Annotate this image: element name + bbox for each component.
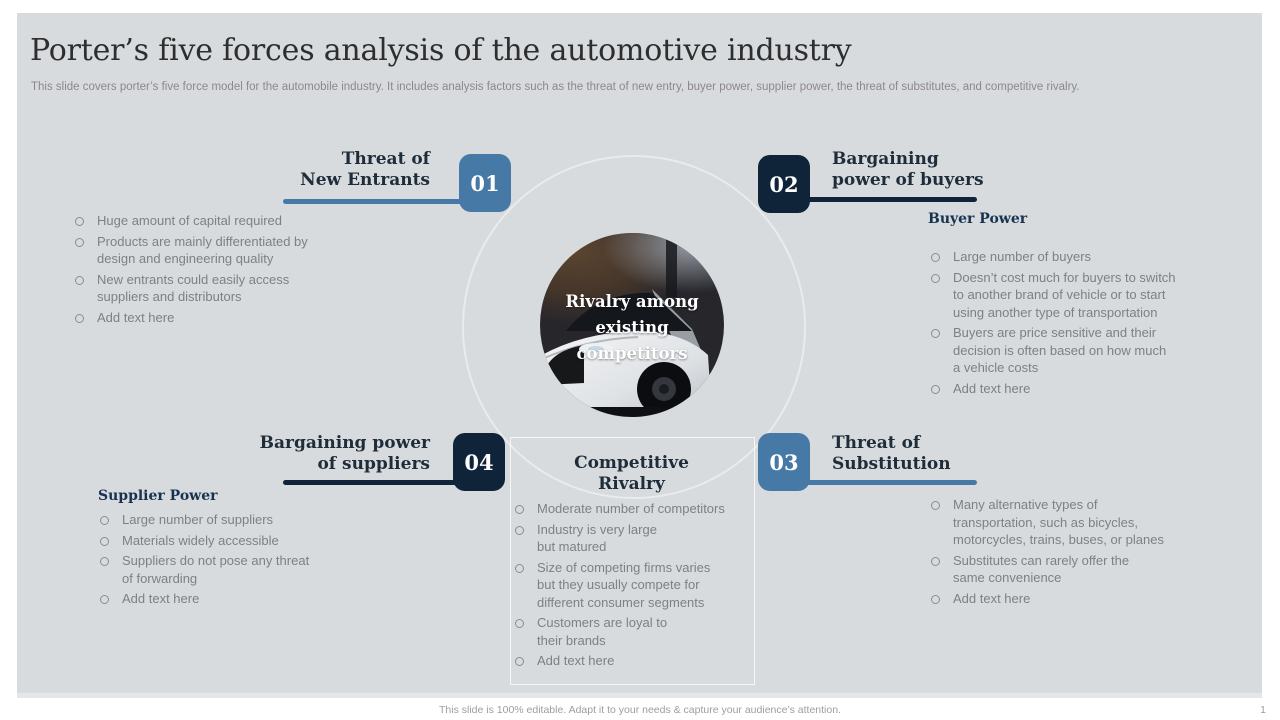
bullet-text: Customers are loyal to their brands <box>537 615 668 648</box>
bullet-item: Many alternative types of transportation… <box>931 496 1193 549</box>
bullet-marker-icon <box>931 556 940 566</box>
section-title-new-entrants: Threat of New Entrants <box>300 149 430 190</box>
bullet-text: Add text here <box>953 590 1031 606</box>
number-badge-04: 04 <box>453 433 505 491</box>
center-visual: Rivalry among existing competitors <box>540 233 724 417</box>
bullet-text: Buyers are price sensitive and their dec… <box>953 325 1167 375</box>
bullet-item: Substitutes can rarely offer the same co… <box>931 552 1193 587</box>
bullet-item: Suppliers do not pose any threat of forw… <box>100 552 360 587</box>
bullet-text: Moderate number of competitors <box>537 501 725 516</box>
decorative-ring <box>462 155 806 499</box>
accent-line-suppliers <box>283 480 469 485</box>
accent-line-substitution <box>797 480 977 485</box>
badge-number: 03 <box>769 449 799 475</box>
bullet-item: Industry is very large but matured <box>515 521 741 556</box>
rivalry-center-label: Rivalry among existing competitors <box>565 292 699 363</box>
bullet-item: Moderate number of competitors <box>515 500 741 518</box>
bullet-marker-icon <box>515 505 524 514</box>
badge-number: 01 <box>470 170 500 196</box>
bullet-list-new-entrants: Huge amount of capital required Products… <box>75 212 357 329</box>
bullet-marker-icon <box>515 563 524 573</box>
bullet-text: Huge amount of capital required <box>97 213 283 228</box>
bullet-list-buyers: Large number of buyers Doesn’t cost much… <box>931 248 1209 400</box>
bullet-marker-icon <box>100 536 109 546</box>
bullet-text: Products are mainly differentiated by de… <box>97 233 308 267</box>
bullet-list-substitution: Many alternative types of transportation… <box>931 496 1193 610</box>
bullet-item: Add text here <box>100 590 360 608</box>
section-title-buyers: Bargaining power of buyers <box>832 149 984 190</box>
bullet-item: Size of competing firms varies but they … <box>515 559 741 612</box>
bullet-item: Customers are loyal to their brands <box>515 614 741 649</box>
bullet-text: Industry is very large but matured <box>537 521 657 555</box>
bullet-text: Large number of suppliers <box>122 512 274 527</box>
bullet-item: Doesn’t cost much for buyers to switch t… <box>931 269 1209 322</box>
badge-number: 02 <box>769 171 799 197</box>
number-badge-01: 01 <box>459 154 511 212</box>
number-badge-03: 03 <box>758 433 810 491</box>
bullet-text: Many alternative types of transportation… <box>953 497 1164 547</box>
bullet-marker-icon <box>75 275 84 285</box>
bullet-marker-icon <box>515 657 524 666</box>
rivalry-panel <box>510 437 755 685</box>
section-title-substitution: Threat of Substitution <box>832 433 951 474</box>
bullet-item: Buyers are price sensitive and their dec… <box>931 324 1209 377</box>
bullet-text: Add text here <box>97 309 175 325</box>
bullet-text: Add text here <box>953 380 1031 396</box>
bullet-text: Substitutes can rarely offer the same co… <box>953 552 1130 586</box>
bullet-list-suppliers: Large number of suppliers Materials wide… <box>100 511 360 611</box>
bullet-text: New entrants could easily access supplie… <box>97 271 290 305</box>
bullet-marker-icon <box>931 253 940 262</box>
bullet-item: Add text here <box>931 590 1193 608</box>
subheading-buyer-power: Buyer Power <box>928 211 1028 227</box>
page-subtitle: This slide covers porter’s five force mo… <box>31 81 1080 93</box>
bullet-marker-icon <box>100 557 109 566</box>
car-photo-illustration <box>540 233 724 417</box>
page-title: Porter’s five forces analysis of the aut… <box>30 33 852 68</box>
bullet-marker-icon <box>515 619 524 628</box>
footer-note: This slide is 100% editable. Adapt it to… <box>439 704 841 716</box>
bullet-marker-icon <box>931 273 940 283</box>
accent-line-buyers <box>797 197 977 202</box>
bullet-marker-icon <box>75 237 84 247</box>
subheading-supplier-power: Supplier Power <box>98 488 218 504</box>
bullet-marker-icon <box>515 525 524 535</box>
bullet-list-rivalry: Moderate number of competitors Industry … <box>515 500 741 673</box>
bullet-text: Materials widely accessible <box>122 532 279 548</box>
bullet-item: Products are mainly differentiated by de… <box>75 233 357 268</box>
bullet-text: Large number of buyers <box>953 249 1092 264</box>
bullet-item: New entrants could easily access supplie… <box>75 271 357 306</box>
bullet-item: Add text here <box>515 652 741 670</box>
bullet-item: Add text here <box>931 380 1209 398</box>
bullet-marker-icon <box>931 501 940 510</box>
bullet-text: Add text here <box>122 591 200 606</box>
bullet-item: Materials widely accessible <box>100 532 360 550</box>
bullet-item: Huge amount of capital required <box>75 212 357 230</box>
bullet-text: Doesn’t cost much for buyers to switch t… <box>953 269 1176 320</box>
section-title-competitive-rivalry: Competitive Rivalry <box>574 453 689 494</box>
bullet-text: Suppliers do not pose any threat of forw… <box>122 553 310 586</box>
bullet-marker-icon <box>931 384 940 394</box>
bullet-item: Large number of buyers <box>931 248 1209 266</box>
bullet-item: Add text here <box>75 309 357 327</box>
bullet-text: Add text here <box>537 653 615 668</box>
accent-line-new-entrants <box>283 199 469 204</box>
bullet-text: Size of competing firms varies but they … <box>537 559 711 610</box>
bullet-marker-icon <box>931 594 940 604</box>
page-number: 1 <box>1260 704 1266 716</box>
bullet-marker-icon <box>75 217 84 226</box>
slide-canvas: Porter’s five forces analysis of the aut… <box>17 13 1262 698</box>
bullet-marker-icon <box>100 516 109 525</box>
section-title-suppliers: Bargaining power of suppliers <box>259 433 430 474</box>
bullet-item: Large number of suppliers <box>100 511 360 529</box>
car-photo <box>540 233 724 417</box>
badge-number: 04 <box>464 449 494 475</box>
bullet-marker-icon <box>75 313 84 323</box>
number-badge-02: 02 <box>758 155 810 213</box>
bullet-marker-icon <box>100 595 109 604</box>
bullet-marker-icon <box>931 329 940 338</box>
